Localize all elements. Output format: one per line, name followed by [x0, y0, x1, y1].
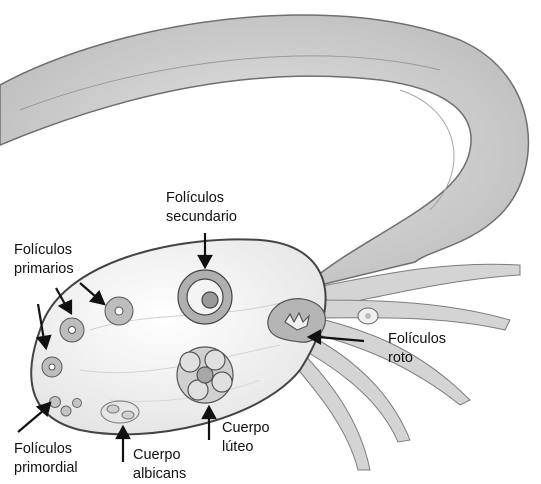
label-roto-line2: roto [388, 349, 446, 368]
label-albicans-line1: Cuerpo [133, 446, 186, 465]
label-primordial-line2: primordial [14, 459, 78, 478]
corpus-luteum [177, 347, 233, 403]
label-roto-line1: Folículos [388, 330, 446, 349]
label-foliculos-primordial: Folículos primordial [14, 440, 78, 478]
label-foliculos-primarios: Folículos primarios [14, 241, 74, 279]
label-secundario-line2: secundario [166, 208, 237, 227]
label-secundario-line1: Folículos [166, 189, 237, 208]
label-primordial-line1: Folículos [14, 440, 78, 459]
label-primarios-line1: Folículos [14, 241, 74, 260]
secondary-follicle [178, 270, 232, 324]
label-cuerpo-albicans: Cuerpo albicans [133, 446, 186, 484]
label-luteo-line1: Cuerpo [222, 419, 270, 438]
label-primarios-line2: primarios [14, 260, 74, 279]
arrow-primordial [18, 410, 44, 432]
corpus-albicans [101, 401, 139, 423]
label-cuerpo-luteo: Cuerpo lúteo [222, 419, 270, 457]
label-luteo-line2: lúteo [222, 438, 270, 457]
label-foliculos-secundario: Folículos secundario [166, 189, 237, 227]
label-foliculos-roto: Folículos roto [388, 330, 446, 368]
label-albicans-line2: albicans [133, 465, 186, 484]
